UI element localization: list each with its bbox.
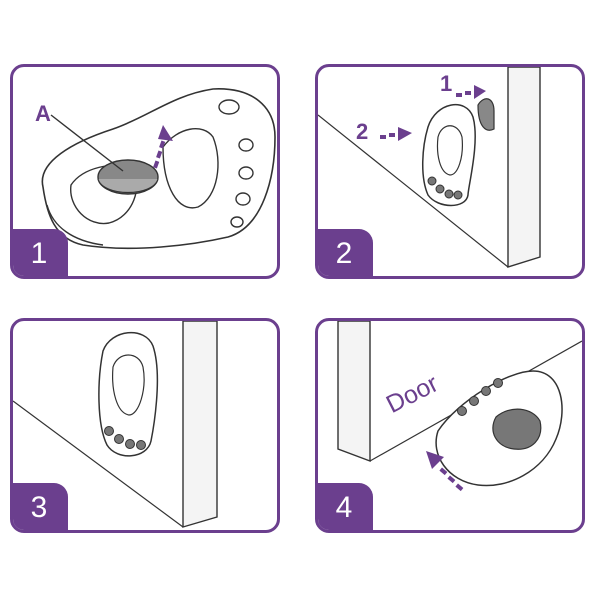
label-a: A [35, 101, 51, 126]
step-2-panel: 1 2 2 [315, 64, 585, 279]
step-1-panel: A 1 [10, 64, 280, 279]
step-number-2: 2 [318, 229, 373, 276]
mounted-stopper-illustration [13, 321, 218, 528]
door-stopped-illustration [337, 321, 582, 492]
dashed-arrow-icon [380, 85, 486, 141]
foot-stopper-illustration [41, 88, 276, 250]
arrow-label-2: 2 [356, 119, 369, 144]
door-panel [182, 321, 218, 528]
step-number-3: 3 [13, 483, 68, 530]
door-panel [337, 321, 371, 463]
door-panel [507, 67, 541, 268]
step-number-4: 4 [318, 483, 373, 530]
dashed-arrow-icon [426, 451, 464, 492]
step-number-1: 1 [13, 229, 68, 276]
step-3-panel: 3 [10, 318, 280, 533]
dashed-arrow-icon [153, 125, 173, 169]
step-4-panel: Door 4 [315, 318, 585, 533]
arrow-label-1: 1 [440, 71, 453, 96]
door-mount-illustration [318, 67, 541, 268]
foot-stopper [98, 331, 159, 457]
